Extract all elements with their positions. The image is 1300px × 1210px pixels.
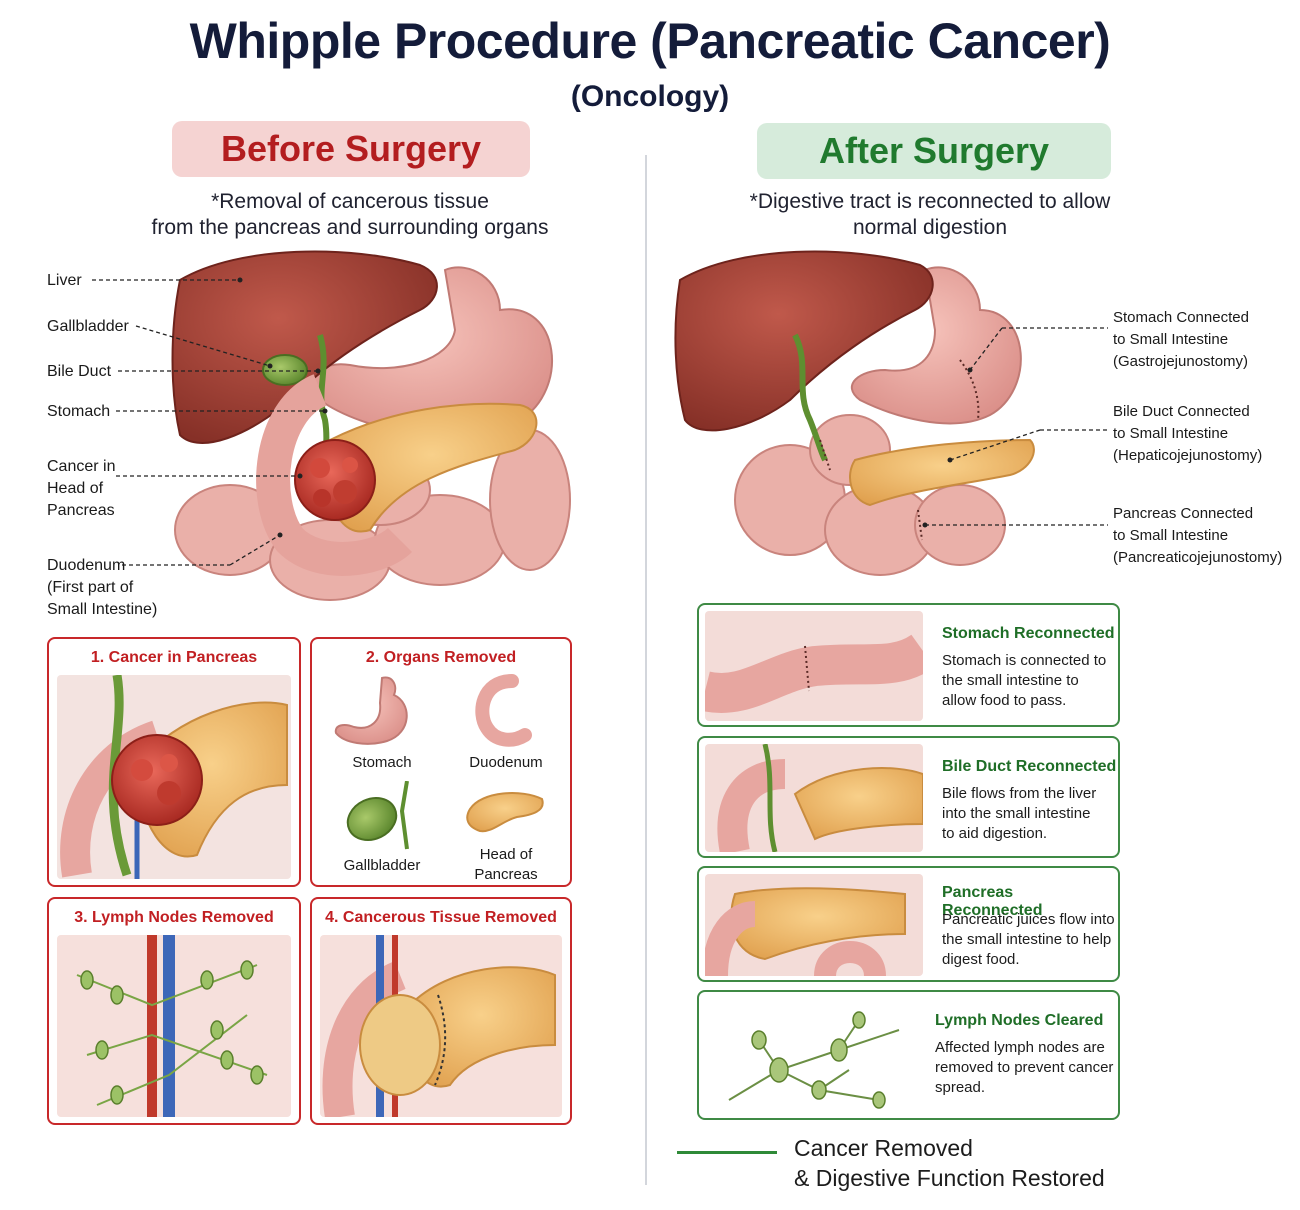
label-duodenum-line3: Small Intestine) [47,601,158,618]
label-liver: Liver [47,272,82,289]
label-duodenum-line1: Duodenum [47,557,126,574]
label-cancer-line2: Head of [47,480,104,497]
card4-line1: Affected lymph nodes are [935,1039,1105,1056]
label-duodenum-line2: (First part of [47,579,134,596]
footer-line2: & Digestive Function Restored [794,1165,1105,1191]
label-pancreas-connected-l2: to Small Intestine [1113,527,1229,544]
page-subtitle: (Oncology) [570,80,730,113]
label-stomach: Stomach [47,403,111,420]
card4-illustration [728,1011,900,1109]
label-gallbladder: Gallbladder [47,318,129,335]
card-lymph-nodes-cleared: Lymph Nodes Cleared Affected lymph nodes… [697,990,1120,1120]
label-pancreas-connected-l1: Pancreas Connected [1113,505,1254,522]
card1-line2: the small intestine to [942,672,1079,689]
card2-title: Bile Duct Reconnected [942,758,1117,775]
label-cancer-line3: Pancreas [47,502,115,519]
label-bile-connected-l1: Bile Duct Connected [1113,403,1250,420]
card3-line3: digest food. [942,951,1020,968]
label-stomach-connected-l2: to Small Intestine [1113,331,1229,348]
footer-green-line [677,1151,777,1154]
after-liver-shape [674,250,934,432]
gallbladder-icon [346,781,409,850]
label-stomach-connected-l1: Stomach Connected [1113,309,1249,326]
duodenum-icon [475,674,532,747]
label-cancer-line1: Cancer in [47,458,116,475]
after-leader-lines [925,327,1108,526]
panel3-title: 3. Lymph Nodes Removed [74,909,274,926]
before-surgery-heading: Before Surgery [172,121,530,177]
card1-illustration [705,611,923,721]
panel2-title: 2. Organs Removed [365,649,517,666]
label-stomach-connected-l3: (Gastrojejunostomy) [1113,353,1249,370]
organ-head-line2: Pancreas [474,866,538,883]
before-note-line2: from the pancreas and surrounding organs [151,216,549,239]
panel1-title: 1. Cancer in Pancreas [90,649,258,666]
pancreas-shape [326,402,538,533]
page-title: Whipple Procedure (Pancreatic Cancer) [189,13,1111,69]
before-note-line1: *Removal of cancerous tissue [211,190,489,213]
organ-gallbladder-label: Gallbladder [343,857,421,874]
panel3-illustration [57,935,291,1117]
tumor-shape [294,439,376,521]
organ-duodenum-label: Duodenum [469,754,543,771]
panel-cancer-in-pancreas: 1. Cancer in Pancreas [47,637,301,887]
card3-illustration [705,874,923,976]
label-bile-duct: Bile Duct [47,363,112,380]
card2-line2: into the small intestine [942,805,1091,822]
panel1-illustration [57,675,291,879]
suture-marks [819,359,980,541]
label-bile-connected-l2: to Small Intestine [1113,425,1229,442]
before-anatomy-illustration [92,250,571,601]
panel4-illustration [320,935,562,1117]
panel-organs-removed: 2. Organs Removed Stomach Duodenum Gallb… [310,637,572,887]
card2-illustration [705,744,923,852]
footer-line1: Cancer Removed [794,1135,973,1161]
card2-line3: to aid digestion. [942,825,1048,842]
after-stomach-shape [851,266,1022,425]
card-bile-duct-reconnected: Bile Duct Reconnected Bile flows from th… [697,736,1120,858]
duodenum-shape [256,374,413,576]
card1-title: Stomach Reconnected [942,625,1115,642]
card4-title: Lymph Nodes Cleared [935,1012,1104,1029]
card1-line3: allow food to pass. [942,692,1067,709]
card4-line3: spread. [935,1079,986,1096]
card3-title: Pancreas Reconnected [942,884,1043,919]
column-divider [645,155,647,1185]
card3-line2: the small intestine to help [942,931,1112,948]
after-note-line1: *Digestive tract is reconnected to allow [749,190,1111,213]
after-surgery-heading: After Surgery [757,123,1111,179]
liver-shape [171,250,438,444]
after-bile-duct-shape [792,333,828,462]
card4-line2: removed to prevent cancer [935,1059,1114,1076]
organ-head-line1: Head of [479,846,533,863]
after-pancreas-shape [849,438,1035,507]
gallbladder-shape [262,354,308,386]
before-leader-lines [92,279,325,566]
panel-lymph-nodes-removed: 3. Lymph Nodes Removed [47,897,301,1125]
after-anatomy-illustration [674,250,1108,576]
pancreas-head-icon [466,792,544,833]
panel4-title: 4. Cancerous Tissue Removed [325,909,557,926]
card2-line1: Bile flows from the liver [942,785,1097,802]
card-stomach-reconnected: Stomach Reconnected Stomach is connected… [697,603,1120,727]
organ-stomach-label: Stomach [352,754,412,771]
panel-cancerous-tissue-removed: 4. Cancerous Tissue Removed [310,897,572,1125]
stomach-icon [334,676,408,745]
card-pancreas-reconnected: Pancreas Reconnected Pancreatic juices f… [697,866,1120,982]
label-bile-connected-l3: (Hepaticojejunostomy) [1113,447,1263,464]
after-note-line2: normal digestion [852,216,1008,239]
card1-line1: Stomach is connected to [942,652,1107,669]
card3-line1: Pancreatic juices flow into [942,911,1115,928]
label-pancreas-connected-l3: (Pancreaticojejunostomy) [1113,549,1283,566]
